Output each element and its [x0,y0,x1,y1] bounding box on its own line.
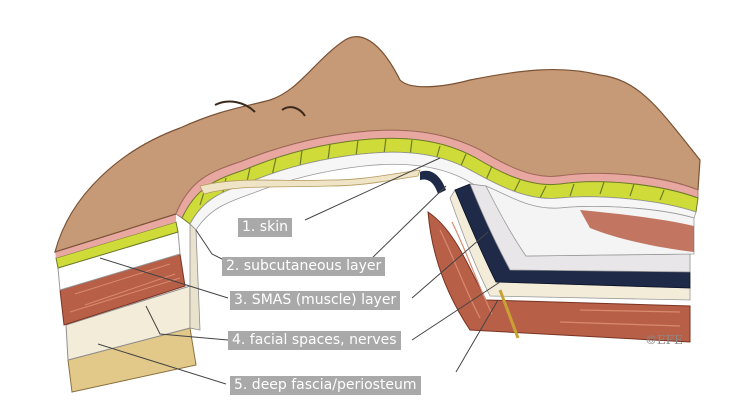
label-smas-layer: 3. SMAS (muscle) layer [230,291,400,310]
artist-signature: ©EFE [645,333,683,347]
label-skin: 1. skin [238,218,292,237]
label-deep-fascia-periosteum: 5. deep fascia/periosteum [230,376,421,395]
label-facial-spaces-nerves: 4. facial spaces, nerves [228,331,401,350]
label-subcutaneous-layer: 2. subcutaneous layer [222,257,385,276]
inner-cut-face [190,224,200,330]
